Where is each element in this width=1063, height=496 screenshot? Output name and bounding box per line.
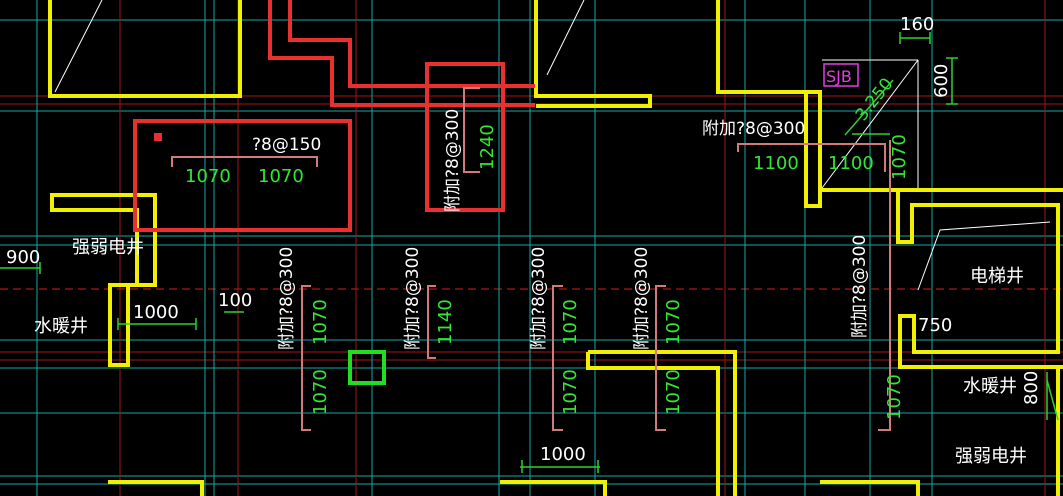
col2-spec: 附加?8@300 [403, 247, 423, 350]
green-corner-mark [348, 350, 386, 385]
col4-spec: 附加?8@300 [632, 247, 652, 350]
col1-spec: 附加?8@300 [277, 247, 297, 350]
dim-900: 900 [6, 247, 40, 268]
col3-length-top: 1070 [560, 299, 581, 345]
col5-length: 1070 [884, 374, 905, 420]
room-water-heat-left: 水暖井 [34, 316, 88, 337]
dim-800: 800 [1021, 371, 1042, 405]
rebar-mid-vertical-spec: 附加?8@300 [443, 109, 463, 212]
dim-1000-bottom: 1000 [540, 444, 586, 465]
room-water-heat-right: 水暖井 [963, 376, 1017, 397]
col3-spec: 附加?8@300 [529, 247, 549, 350]
rebar-top-length-left: 1070 [185, 166, 231, 187]
red-marker [154, 133, 162, 141]
rebar-top-length-right: 1070 [258, 166, 304, 187]
rebar-right-length-b: 1100 [828, 153, 874, 174]
sjb-tag: SJB [826, 67, 852, 86]
dim-600: 600 [931, 64, 952, 98]
rebar-right-length-vertical: 1070 [889, 134, 910, 180]
dim-750: 750 [918, 315, 952, 336]
col2-length: 1140 [435, 299, 456, 345]
sjb-tag-box [823, 63, 859, 87]
walls [48, 0, 1063, 496]
dim-160: 160 [900, 14, 934, 35]
col1-length-bottom: 1070 [310, 369, 331, 415]
dim-100: 100 [218, 290, 252, 311]
col4-length-bottom: 1070 [663, 369, 684, 415]
rebar-top-spec: ?8@150 [252, 135, 321, 155]
col3-length-bottom: 1070 [560, 369, 581, 415]
room-strong-weak-right: 强弱电井 [955, 446, 1027, 467]
dim-1000-left: 1000 [133, 302, 179, 323]
col4-length-top: 1070 [663, 299, 684, 345]
col1-length-top: 1070 [310, 299, 331, 345]
dimension-lines [0, 32, 1059, 473]
highlight-boxes [133, 0, 535, 232]
rebar-right-top-spec: 附加?8@300 [702, 119, 805, 139]
rebar-lines [171, 87, 891, 431]
col5-spec: 附加?8@300 [850, 235, 870, 338]
rebar-mid-length: 1240 [477, 124, 498, 170]
room-elevator: 电梯井 [970, 266, 1024, 287]
diagonal-lines [54, 0, 1051, 291]
room-strong-weak-left: 强弱电井 [72, 237, 144, 258]
rebar-right-length-a: 1100 [753, 153, 799, 174]
